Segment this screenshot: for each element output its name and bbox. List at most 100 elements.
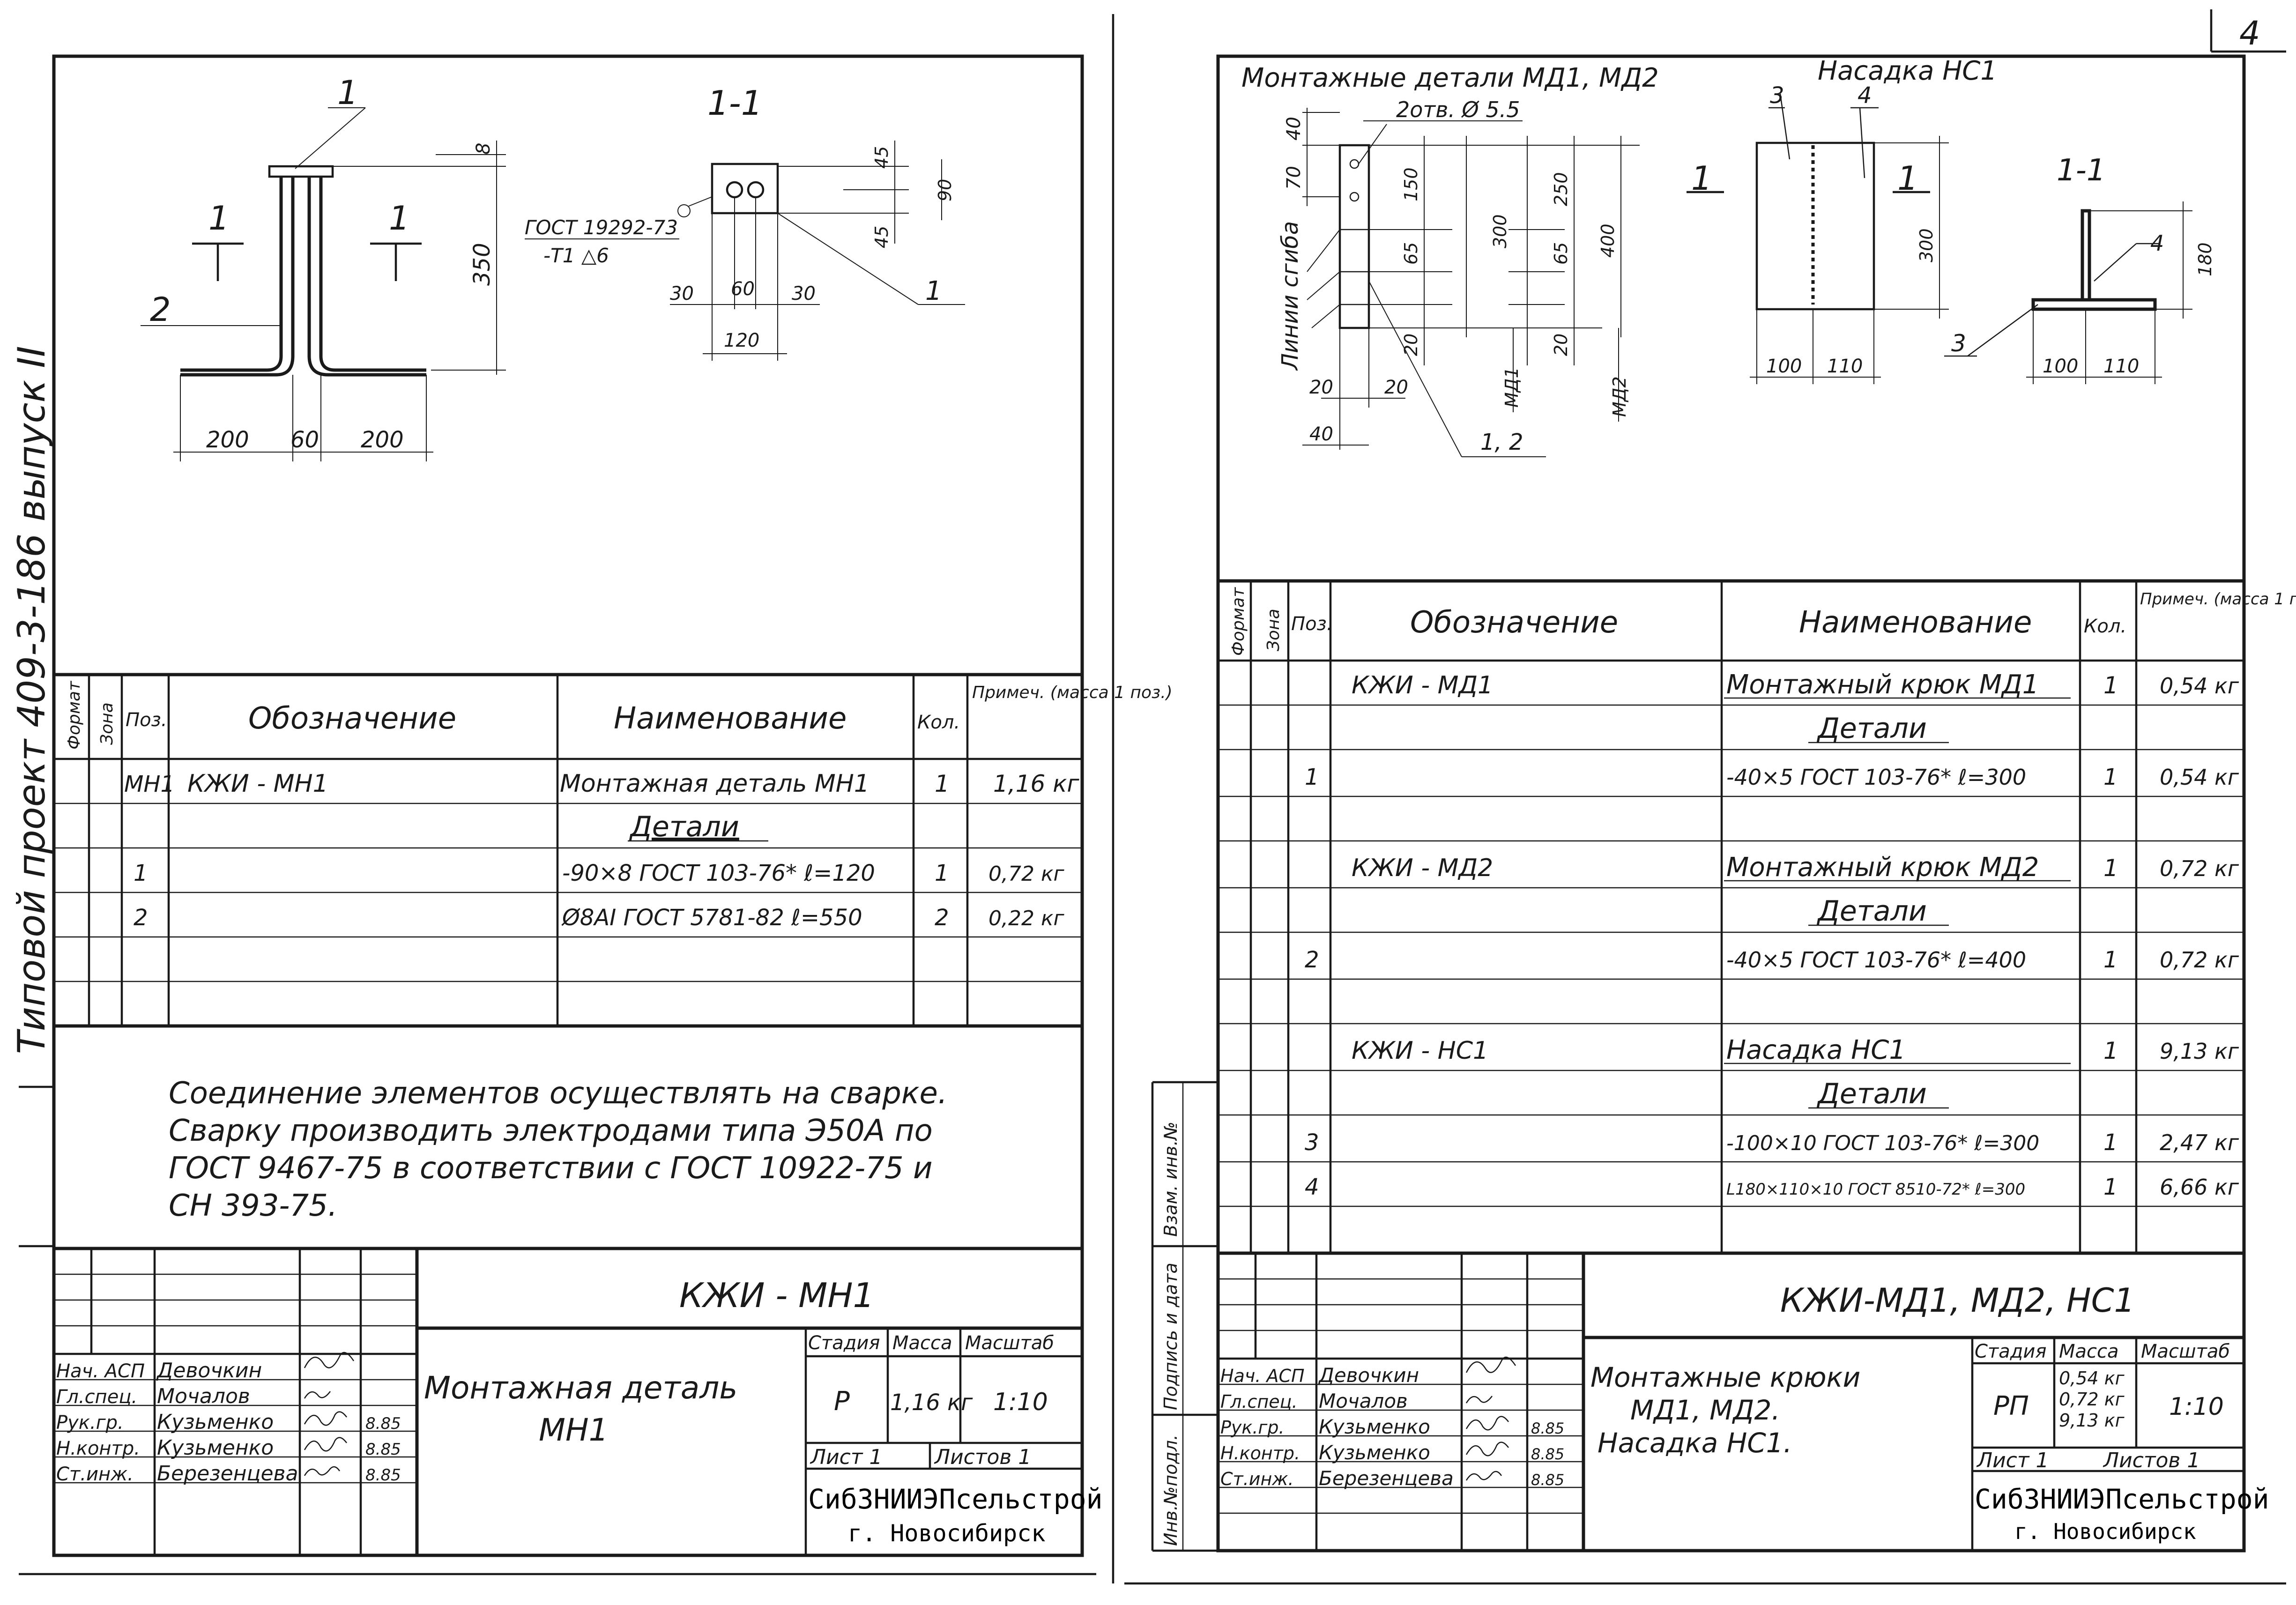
rt-title-2: МД1, МД2. xyxy=(1630,1394,1780,1426)
r-row9-note: 9,13 кг xyxy=(2160,1039,2239,1064)
rt-role-4: Н.контр. xyxy=(1220,1443,1300,1464)
nc-section-angle xyxy=(2081,209,2155,302)
dim-350: 350 xyxy=(469,243,495,286)
weld-note-1: ГОСТ 19292-73 xyxy=(525,216,678,239)
signature-4 xyxy=(304,1437,347,1452)
dim-8: 8 xyxy=(473,143,494,155)
r-hdr-note: Примеч. (масса 1 поз.) xyxy=(2140,590,2296,609)
l-row1-designation: КЖИ - МН1 xyxy=(187,770,328,798)
hdr-designation: Обозначение xyxy=(248,701,456,736)
lt-role-1: Нач. АСП xyxy=(56,1360,145,1382)
lt-stage: Р xyxy=(834,1386,850,1417)
lt-sheet: Лист 1 xyxy=(810,1445,882,1469)
lt-date-4: 8.85 xyxy=(365,1440,401,1459)
r-signature-5 xyxy=(1465,1471,1502,1481)
left-title-block: КЖИ - МН1 Монтажная деталь МН1 Стадия Ма… xyxy=(54,1247,1103,1555)
r-row7-note: 0,72 кг xyxy=(2160,947,2239,973)
rt-mass-2: 0,72 кг xyxy=(2059,1389,2125,1410)
r-hdr-pos: Поз. xyxy=(1291,613,1333,635)
rt-stage: РП xyxy=(1993,1391,2029,1421)
rt-name-5: Березенцева xyxy=(1319,1467,1454,1490)
rt-mass-1: 0,54 кг xyxy=(2059,1368,2125,1389)
nc-dim-110b: 110 xyxy=(2103,356,2139,377)
left-notes: Соединение элементов осуществлять на сва… xyxy=(169,1076,947,1223)
r-row5-designation: КЖИ - МД2 xyxy=(1352,854,1493,882)
rt-stage-label: Стадия xyxy=(1975,1341,2046,1362)
r-row12-name: L180×110×10 ГОСТ 8510-72* ℓ=300 xyxy=(1726,1180,2025,1199)
dim-60: 60 xyxy=(290,427,319,453)
r-row11-name: -100×10 ГОСТ 103-76* ℓ=300 xyxy=(1726,1131,2039,1155)
l-row1-qty: 1 xyxy=(935,770,950,797)
nc-dim-300: 300 xyxy=(1916,228,1937,262)
signature-1 xyxy=(304,1352,355,1368)
lt-org: СибЗНИИЭПсельстрой xyxy=(808,1483,1103,1515)
r-row9-qty: 1 xyxy=(2103,1037,2118,1064)
rt-mass-3: 9,13 кг xyxy=(2059,1410,2125,1431)
rt-date-4: 8.85 xyxy=(1531,1445,1564,1463)
lt-role-5: Ст.инж. xyxy=(56,1464,134,1485)
lt-name-5: Березенцева xyxy=(157,1462,298,1486)
r-row12-note: 6,66 кг xyxy=(2160,1174,2239,1200)
section-plate xyxy=(711,163,779,215)
nc-plate-front xyxy=(1755,141,1875,311)
lt-name-1: Девочкин xyxy=(156,1359,262,1382)
l-row1-pos: МН1 xyxy=(124,771,175,797)
r-row1-note: 0,54 кг xyxy=(2160,673,2239,698)
md-md1: МД1 xyxy=(1501,367,1522,408)
lt-sheets: Листов 1 xyxy=(934,1445,1031,1469)
r-hdr-designation: Обозначение xyxy=(1410,605,1618,640)
rt-org: СибЗНИИЭПсельстрой xyxy=(1975,1483,2269,1515)
hdr-name: Наименование xyxy=(614,701,847,736)
md-holes: 2отв. Ø 5.5 xyxy=(1396,97,1520,122)
lt-city: г. Новосибирск xyxy=(848,1520,1045,1547)
lt-title-1: Монтажная деталь xyxy=(424,1370,737,1406)
dim-200b: 200 xyxy=(361,427,404,453)
md-dim-20a: 20 xyxy=(1309,377,1333,398)
r-hdr-qty: Кол. xyxy=(2084,616,2126,637)
l-row1-name: Монтажная деталь МН1 xyxy=(560,770,869,798)
md-dim-70: 70 xyxy=(1283,166,1305,190)
md-dim-40a: 40 xyxy=(1283,117,1305,141)
r-hdr-format: Формат xyxy=(1229,587,1248,656)
r-row2-name: Детали xyxy=(1816,712,1927,745)
rt-title-3: Насадка НС1. xyxy=(1598,1427,1792,1459)
left-sheet: 1 2 1 1 200 60 200 350 8 1-1 xyxy=(52,54,1173,1557)
lt-mass-label: Масса xyxy=(892,1332,952,1354)
mn1-plate xyxy=(268,165,334,178)
rt-role-5: Ст.инж. xyxy=(1220,1469,1294,1489)
mark-2: 2 xyxy=(150,290,171,329)
rt-role-2: Гл.спец. xyxy=(1220,1391,1298,1412)
lt-title-2: МН1 xyxy=(539,1412,609,1448)
side-caption: Типовой проект 409-3-186 выпуск II xyxy=(10,346,53,1054)
md-dim-20d: 20 xyxy=(1551,334,1571,356)
md-bend-lines: Линии сгиба xyxy=(1277,221,1303,371)
r-row5-name: Монтажный крюк МД2 xyxy=(1726,852,2039,883)
rt-scale-label: Масштаб xyxy=(2141,1341,2230,1362)
r-signature-3 xyxy=(1465,1416,1509,1431)
hdr-pos: Поз. xyxy=(126,709,167,731)
lt-scale: 1:10 xyxy=(993,1388,1048,1416)
rt-role-1: Нач. АСП xyxy=(1220,1366,1305,1386)
nc-drawing: Насадка НС1 1 3 4 1 300 100 110 1-1 xyxy=(1687,56,2215,384)
nc-dim-110a: 110 xyxy=(1827,356,1863,377)
md-dim-40b: 40 xyxy=(1309,424,1333,445)
stamp-replace: Взам. инв.№ xyxy=(1160,1122,1181,1237)
nc-mark-4b: 4 xyxy=(2150,230,2164,256)
mn1-section: 1-1 1 ГОСТ 19292-73 -Т1 △6 45 90 45 xyxy=(525,83,965,361)
r-row7-qty: 1 xyxy=(2103,947,2118,973)
r-row11-pos: 3 xyxy=(1305,1129,1319,1156)
lt-stage-label: Стадия xyxy=(808,1332,880,1354)
md-title: Монтажные детали МД1, МД2 xyxy=(1241,63,1659,93)
r-row5-qty: 1 xyxy=(2103,855,2118,882)
mark-1: 1 xyxy=(337,74,358,112)
nc-section-title: 1-1 xyxy=(2057,153,2106,188)
l-row3-pos: 1 xyxy=(134,860,148,886)
r-row3-note: 0,54 кг xyxy=(2160,765,2239,790)
dim-60b: 60 xyxy=(731,278,755,300)
lt-role-4: Н.контр. xyxy=(56,1438,140,1459)
md-pos12: 1, 2 xyxy=(1480,429,1523,455)
l-row3-note: 0,72 кг xyxy=(988,862,1065,886)
l-row4-note: 0,22 кг xyxy=(988,907,1065,930)
note-line-3: ГОСТ 9467-75 в соответствии с ГОСТ 10922… xyxy=(169,1151,933,1186)
